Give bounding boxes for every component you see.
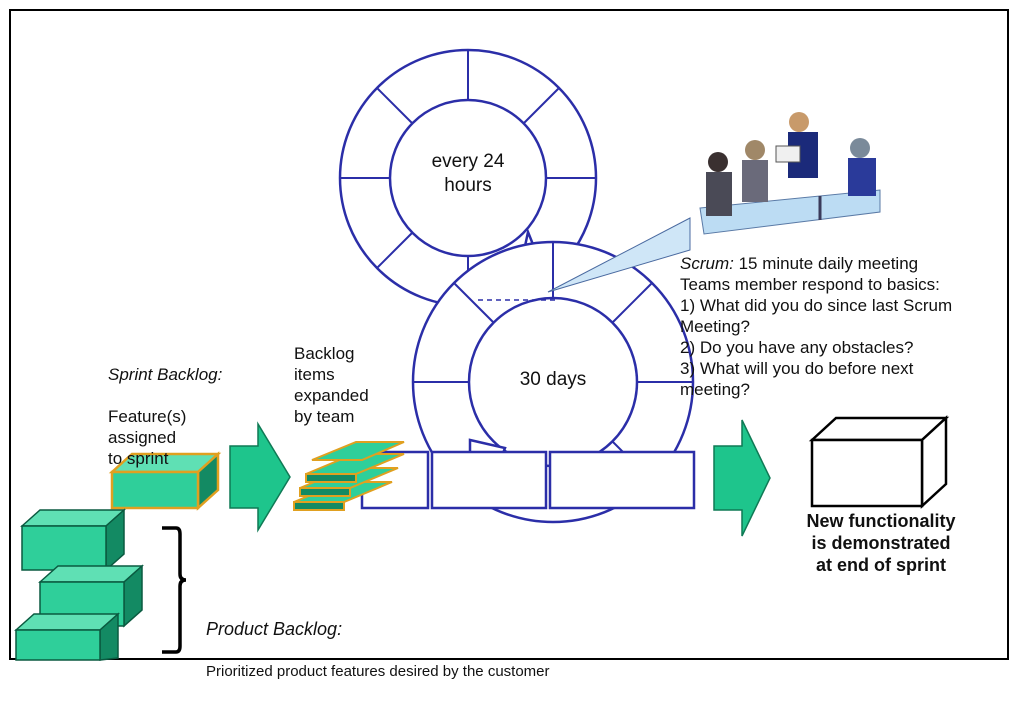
scrum-note-body: Teams member respond to basics: 1) What … [680, 275, 953, 399]
meeting-illustration-icon [699, 112, 881, 235]
flow-arrow-2 [713, 419, 771, 537]
callout-wedge [547, 217, 691, 293]
product-backlog-bracket [162, 526, 187, 654]
product-backlog-text: Product Backlog: Prioritized product fea… [206, 598, 666, 703]
backlog-expanded-text: Backlog items expanded by team [294, 344, 369, 426]
sprint-backlog-body: Feature(s) assigned to sprint [108, 407, 187, 468]
sprint-pipeline-boxes [360, 450, 696, 510]
sprint-cycle-label: 30 days [519, 369, 587, 390]
sprint-backlog-title: Sprint Backlog: [108, 365, 223, 384]
product-backlog-boxes [14, 508, 144, 661]
flow-arrow-1 [229, 421, 291, 533]
sprint-backlog-box [108, 451, 222, 511]
scrum-note-title: Scrum: [680, 254, 734, 273]
expanded-backlog-stack [293, 441, 405, 511]
product-backlog-body: Prioritized product features desired by … [206, 663, 550, 680]
output-product-box [808, 415, 950, 509]
sprint-backlog-text: Sprint Backlog: Feature(s) assigned to s… [108, 343, 288, 490]
scrum-note-title-rest: 15 minute daily meeting [733, 254, 919, 273]
scrum-note: Scrum: 15 minute daily meeting Teams mem… [680, 232, 1000, 421]
scrum-diagram [14, 48, 950, 661]
outcome-text: New functionality is demonstrated at end… [806, 511, 956, 575]
daily-cycle-label: every 24 hours [431, 151, 505, 196]
product-backlog-title: Product Backlog: [206, 619, 343, 639]
